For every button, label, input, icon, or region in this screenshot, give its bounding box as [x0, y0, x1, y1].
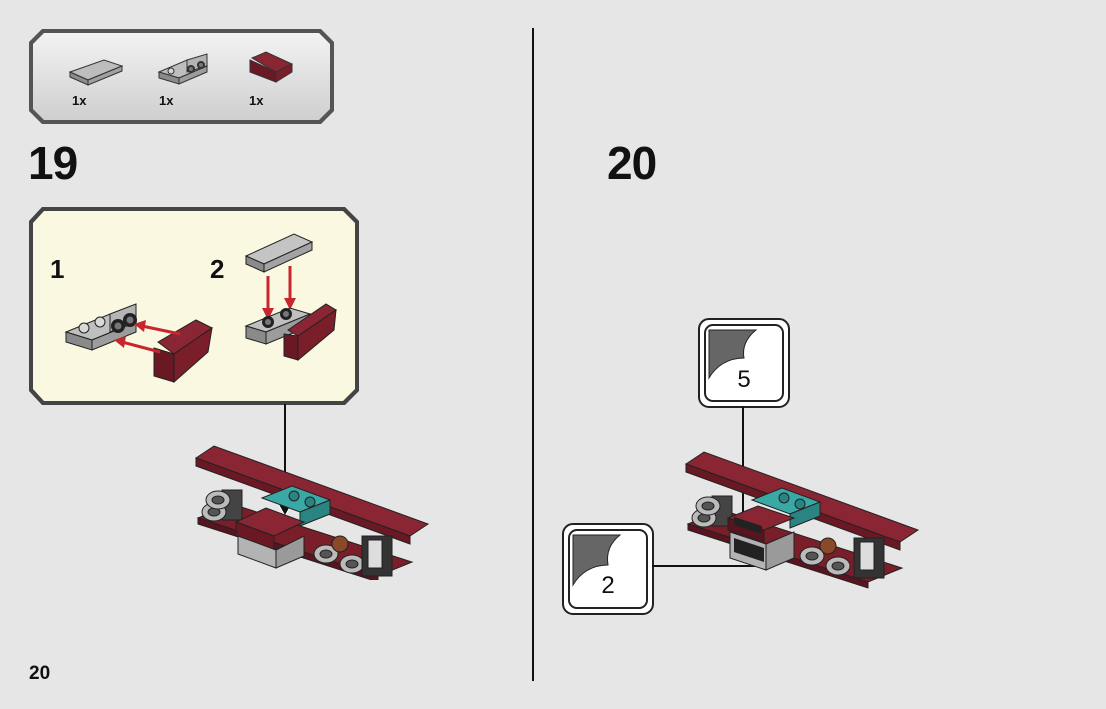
sticker-number: 5: [737, 366, 751, 393]
step-19-model: [194, 445, 430, 580]
sticker-callout: [698, 318, 790, 408]
sticker-callout: [562, 523, 654, 615]
substep-number: 2: [210, 254, 225, 284]
step-20-model: [684, 451, 920, 589]
step-number: 20: [607, 137, 657, 189]
part-quantity: 1x: [72, 93, 87, 108]
substep-2-illustration: [244, 233, 337, 362]
substep-number: 1: [50, 254, 65, 284]
substep-1-illustration: [64, 303, 213, 384]
grey-bracket-plate-icon: [157, 53, 209, 85]
dark-red-slope-icon: [249, 51, 294, 83]
part-quantity: 1x: [159, 93, 174, 108]
part-quantity: 1x: [249, 93, 264, 108]
sticker-number: 2: [601, 572, 615, 599]
step-divider: [532, 28, 534, 681]
page-number: 20: [29, 663, 51, 684]
step-number: 19: [28, 137, 78, 189]
grey-tile-2x4-icon: [68, 59, 124, 86]
